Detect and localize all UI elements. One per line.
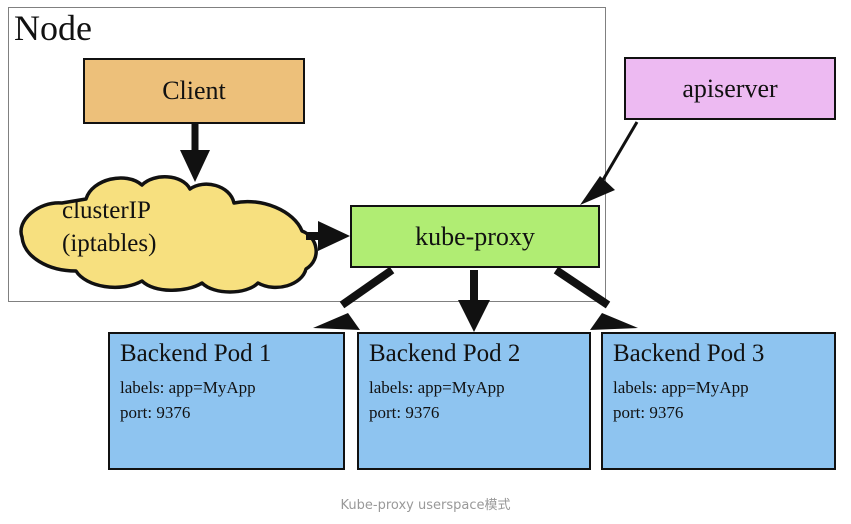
- diagram-caption: Kube-proxy userspace模式: [340, 498, 511, 513]
- pod-port: port: 9376: [613, 403, 684, 423]
- client-label: Client: [162, 76, 226, 106]
- pod-port: port: 9376: [120, 403, 191, 423]
- pod-labels: labels: app=MyApp: [120, 377, 256, 397]
- client-box[interactable]: Client: [83, 58, 305, 124]
- pod-labels: labels: app=MyApp: [369, 377, 505, 397]
- backend-pod-1-box[interactable]: Backend Pod 1 labels: app=MyApp port: 93…: [108, 332, 345, 470]
- kube-proxy-label: kube-proxy: [415, 221, 535, 251]
- apiserver-label: apiserver: [682, 73, 778, 103]
- backend-pod-2-box[interactable]: Backend Pod 2 labels: app=MyApp port: 93…: [357, 332, 591, 470]
- apiserver-box[interactable]: apiserver: [624, 57, 836, 120]
- pod-title: Backend Pod 3: [613, 340, 765, 367]
- cloud-shape-icon: [19, 175, 318, 294]
- backend-pod-3-box[interactable]: Backend Pod 3 labels: app=MyApp port: 93…: [601, 332, 836, 470]
- pod-port: port: 9376: [369, 403, 440, 423]
- node-container-label: Node: [14, 8, 92, 48]
- pod-labels: labels: app=MyApp: [613, 377, 749, 397]
- kube-proxy-box[interactable]: kube-proxy: [350, 205, 600, 268]
- cluster-ip-cloud[interactable]: clusterIP (iptables): [14, 173, 326, 295]
- pod-title: Backend Pod 2: [369, 340, 521, 367]
- pod-title: Backend Pod 1: [120, 340, 272, 367]
